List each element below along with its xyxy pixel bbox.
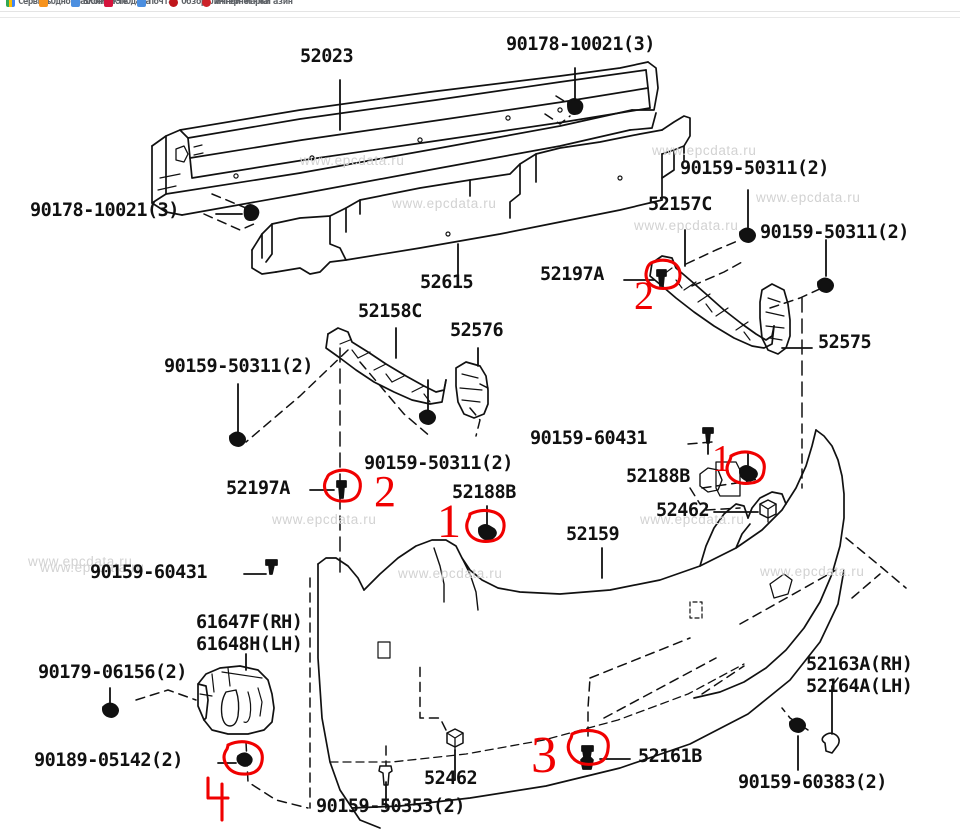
parts-diagram: www.epcdata.ru www.epcdata.ru www.epcdat… [0,18,960,830]
label-52576: 52576 [450,320,504,341]
bookmark-label: Обзор личной марки [181,0,270,7]
label-90159-50311-b: 90159-50311(2) [760,222,909,243]
annotation-number-2-top: 2 [634,273,654,318]
bookmark-item[interactable]: ВКонтакте [71,0,128,9]
label-90189-05142: 90189-05142(2) [34,750,183,771]
bookmark-item[interactable]: Интернет-магазин [201,0,293,9]
label-52462-right: 52462 [656,500,710,521]
parts-diagram-artwork [101,61,907,829]
label-52164a: 52164A(LH) [806,676,913,697]
annotation-number-2-mid: 2 [374,467,396,516]
label-52158c: 52158C [358,301,422,322]
part-52615-absorber [251,115,691,275]
bookmark-label: Сервисы [18,0,53,7]
label-52575: 52575 [818,332,872,353]
label-52023: 52023 [300,46,354,67]
centre-lines [339,297,803,575]
label-52197a-top: 52197A [540,264,604,285]
label-90159-60431-b: 90159-60431 [90,562,208,583]
fastener-icons [101,98,840,786]
bookmark-item[interactable]: Обзор личной марки [169,0,270,9]
label-61647f: 61647F(RH) [196,612,303,633]
label-90159-50311-a: 90159-50311(2) [680,158,829,179]
watermark: www.epcdata.ru [300,153,405,168]
watermark: www.epcdata.ru [634,218,739,233]
red-annotation-circles [222,258,766,776]
part-52023-reinforcement [151,61,659,216]
label-90159-50353: 90159-50353(2) [316,796,465,817]
mail-icon [136,0,146,7]
label-leader-lines [109,67,833,809]
epcdata-icon [103,0,113,7]
bookmark-item[interactable]: ЭПОдата [103,0,150,9]
label-52615: 52615 [420,272,474,293]
online-shop-icon [201,0,211,7]
label-90159-50311-c: 90159-50311(2) [164,356,313,377]
annotation-number-1-right: 1 [712,438,731,480]
part-52157c-retainer [649,255,775,349]
label-52161b: 52161B [638,746,702,767]
watermark: www.epcdata.ru [760,564,865,579]
bookmark-label: ЭПОдата [115,0,151,7]
label-90159-50311-d: 90159-50311(2) [364,453,513,474]
bookmark-label: Почта [148,0,174,7]
label-61648h: 61648H(LH) [196,634,303,655]
bookmark-label: Интернет-магазин [213,0,293,7]
label-90179-06156: 90179-06156(2) [38,662,187,683]
watermark: www.epcdata.ru [392,196,497,211]
brand-review-icon [169,0,179,7]
bookmark-item[interactable]: Сервисы [6,0,52,9]
label-90178-10021-a: 90178-10021(3) [506,34,655,55]
watermark: www.epcdata.ru [40,560,145,575]
part-52159-bumper-cover [317,429,845,829]
label-90159-60383: 90159-60383(2) [738,772,887,793]
bookmark-label: Одноклассники [50,0,115,7]
label-90178-10021-b: 90178-10021(3) [30,200,179,221]
red-annotation-strokes [206,776,230,822]
label-52197a-mid: 52197A [226,478,290,499]
label-52157c: 52157C [648,194,712,215]
part-52575-bracket [759,283,791,355]
label-52159: 52159 [566,524,620,545]
browser-bookmarks-bar[interactable]: Сервисы Одноклассники ВКонтакте ЭПОдата … [0,0,960,11]
page-top-rule [0,17,960,18]
annotation-number-4-bottom: 4 [204,778,227,824]
watermark: www.epcdata.ru [652,143,757,158]
label-52462-bottom: 52462 [424,768,478,789]
bookmark-item[interactable]: Почта [136,0,173,9]
annotation-number-1-mid: 1 [437,495,461,548]
watermark: www.epcdata.ru [272,512,377,527]
label-52188b-right: 52188B [626,466,690,487]
google-apps-icon [6,0,15,7]
part-61647f-bracket [197,665,275,735]
watermark: www.epcdata.ru [640,512,745,527]
assembly-leader-lines [135,95,907,809]
bookmark-item[interactable]: Одноклассники [38,0,115,9]
label-52163a: 52163A(RH) [806,654,913,675]
bookmarks-separator [0,11,960,12]
annotation-number-3-bottom: 3 [531,727,557,784]
odnoklassniki-icon [38,0,48,7]
label-52188b-mid: 52188B [452,482,516,503]
label-90159-60431-a: 90159-60431 [530,428,648,449]
watermark: www.epcdata.ru [398,566,503,581]
watermark: www.epcdata.ru [756,190,861,205]
watermark: www.epcdata.ru [28,554,133,569]
part-52158c-retainer [325,327,447,405]
vkontakte-icon [71,0,81,7]
